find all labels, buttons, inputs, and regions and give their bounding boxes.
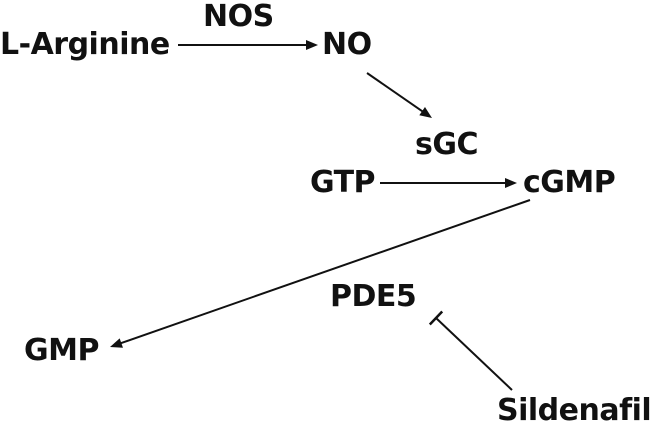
node-l-arginine: L-Arginine [0,27,170,62]
label-sgc: sGC [415,127,479,162]
node-gmp: GMP [24,333,99,368]
edge-no-to-sgc [366,72,426,115]
node-cgmp: cGMP [523,165,616,200]
edge-cgmp-to-gmp [117,199,531,346]
edge-sildenafil-inhibits-pde5-tbar [428,310,444,326]
node-gtp: GTP [310,165,376,200]
edge-arginine-to-no-arrowhead [306,40,318,50]
label-nos: NOS [203,0,274,34]
edge-gtp-to-cgmp-arrowhead [505,178,517,188]
edge-no-to-sgc-arrowhead [419,107,432,118]
edge-sildenafil-inhibits-pde5 [435,317,513,391]
node-no: NO [322,27,372,62]
node-sildenafil: Sildenafil [497,393,650,428]
edge-cgmp-to-gmp-arrowhead [110,338,123,348]
label-pde5: PDE5 [330,279,417,314]
